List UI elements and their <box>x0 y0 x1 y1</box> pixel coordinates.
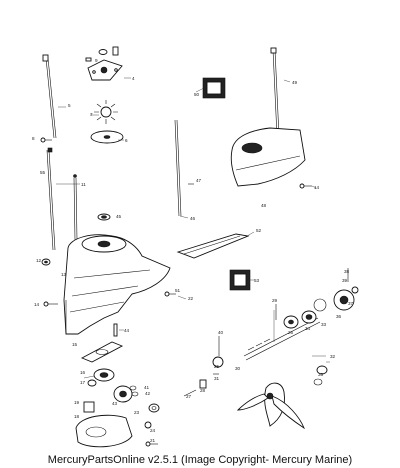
propeller <box>236 382 305 430</box>
screw-21 <box>145 441 158 447</box>
callout-14: 14 <box>34 302 40 307</box>
nut-37 <box>351 286 359 294</box>
callout-19: 19 <box>74 400 80 405</box>
callout-46: 46 <box>190 216 196 221</box>
callout-36: 36 <box>336 314 342 319</box>
callout-31: 31 <box>214 376 220 381</box>
callout-labels: 4 5 6 7 8 9 11 12 13 14 14 15 16 17 18 1… <box>32 58 354 443</box>
callout-38: 38 <box>344 269 350 274</box>
callout-16: 16 <box>80 370 86 375</box>
callout-27: 27 <box>186 394 192 399</box>
washer-12 <box>41 258 51 266</box>
gear-housing-cover-48 <box>230 127 306 187</box>
callout-52: 52 <box>256 228 262 233</box>
callout-50: 50 <box>194 92 200 97</box>
clip-41 <box>129 385 137 391</box>
shift-shaft <box>46 147 56 251</box>
callout-40: 40 <box>218 330 224 335</box>
callout-17: 17 <box>80 380 86 385</box>
cover-block-53 <box>229 269 251 291</box>
callout-7: 7 <box>90 112 93 117</box>
nut-24 <box>144 421 152 429</box>
bearing-carrier <box>75 414 133 448</box>
propeller-shaft-30 <box>243 317 321 361</box>
bearing-16 <box>93 368 115 382</box>
impeller <box>94 100 118 124</box>
callout-37: 37 <box>348 301 354 306</box>
callout-45: 45 <box>116 214 122 219</box>
callout-25: 25 <box>214 364 220 369</box>
callout-5: 5 <box>68 103 71 108</box>
callout-18: 18 <box>74 414 80 419</box>
leader-lines <box>56 77 330 379</box>
pinion-17 <box>87 379 97 387</box>
clutch-28 <box>199 379 207 389</box>
gear-housing <box>63 234 171 335</box>
callout-42: 42 <box>145 391 151 396</box>
carrier-36 <box>333 289 355 311</box>
cover-block-55 <box>202 77 226 99</box>
callout-4: 4 <box>132 76 135 81</box>
callout-12: 12 <box>36 258 42 263</box>
callout-22: 22 <box>188 296 194 301</box>
callout-8: 8 <box>32 136 35 141</box>
callout-26: 26 <box>288 330 294 335</box>
gear-43 <box>113 385 133 403</box>
seal-33 <box>313 298 327 312</box>
nut-32 <box>316 365 328 375</box>
callout-48: 48 <box>261 203 267 208</box>
callout-23: 23 <box>134 410 140 415</box>
screw-8 <box>40 137 52 143</box>
callout-6: 6 <box>125 138 128 143</box>
callout-43: 43 <box>112 401 118 406</box>
washer-23 <box>148 403 160 413</box>
gear-26 <box>283 315 299 329</box>
cam-19 <box>83 401 95 413</box>
callout-53: 53 <box>254 278 260 283</box>
callout-14b: 14 <box>314 185 320 190</box>
washer-33b <box>313 378 323 386</box>
callout-24: 24 <box>150 428 156 433</box>
screw-14-left <box>43 301 58 307</box>
callout-9: 9 <box>95 58 98 63</box>
bearing-45 <box>97 213 111 221</box>
callout-13: 13 <box>61 272 67 277</box>
callout-29: 29 <box>272 298 278 303</box>
cam-follower-27 <box>183 389 197 397</box>
callout-28: 28 <box>200 388 206 393</box>
callout-34: 34 <box>305 326 311 331</box>
screw-51 <box>164 291 176 297</box>
callout-47: 47 <box>196 178 202 183</box>
image-caption: MercuryPartsOnline v2.5.1 (Image Copyrig… <box>47 454 353 466</box>
callout-51: 51 <box>175 288 181 293</box>
bearing-34 <box>301 310 317 324</box>
callout-41: 41 <box>144 385 150 390</box>
callout-39: 39 <box>342 278 348 283</box>
callout-35: 35 <box>318 372 324 377</box>
bearing-25 <box>212 356 224 368</box>
callout-15: 15 <box>72 342 78 347</box>
pin-44 <box>113 323 118 337</box>
callout-49: 49 <box>292 80 298 85</box>
callout-44: 44 <box>124 328 130 333</box>
clip-42 <box>131 391 139 397</box>
screw-14-right <box>299 183 312 189</box>
exploded-parts-diagram: 4 5 6 7 8 9 11 12 13 14 14 15 16 17 18 1… <box>32 46 359 448</box>
stud-11 <box>73 174 78 241</box>
callout-21: 21 <box>150 438 156 443</box>
callout-30: 30 <box>235 366 241 371</box>
drive-shaft <box>42 54 57 139</box>
stud-49 <box>270 47 280 137</box>
trim-strip-52 <box>176 233 250 259</box>
face-plate <box>90 130 124 144</box>
stud-46 <box>174 119 182 217</box>
gasket-15 <box>80 341 124 363</box>
callout-11: 11 <box>81 182 86 187</box>
callout-33: 33 <box>321 322 327 327</box>
pump-cover-assembly <box>85 46 123 81</box>
callout-32: 32 <box>330 354 336 359</box>
callout-55: 55 <box>40 170 46 175</box>
